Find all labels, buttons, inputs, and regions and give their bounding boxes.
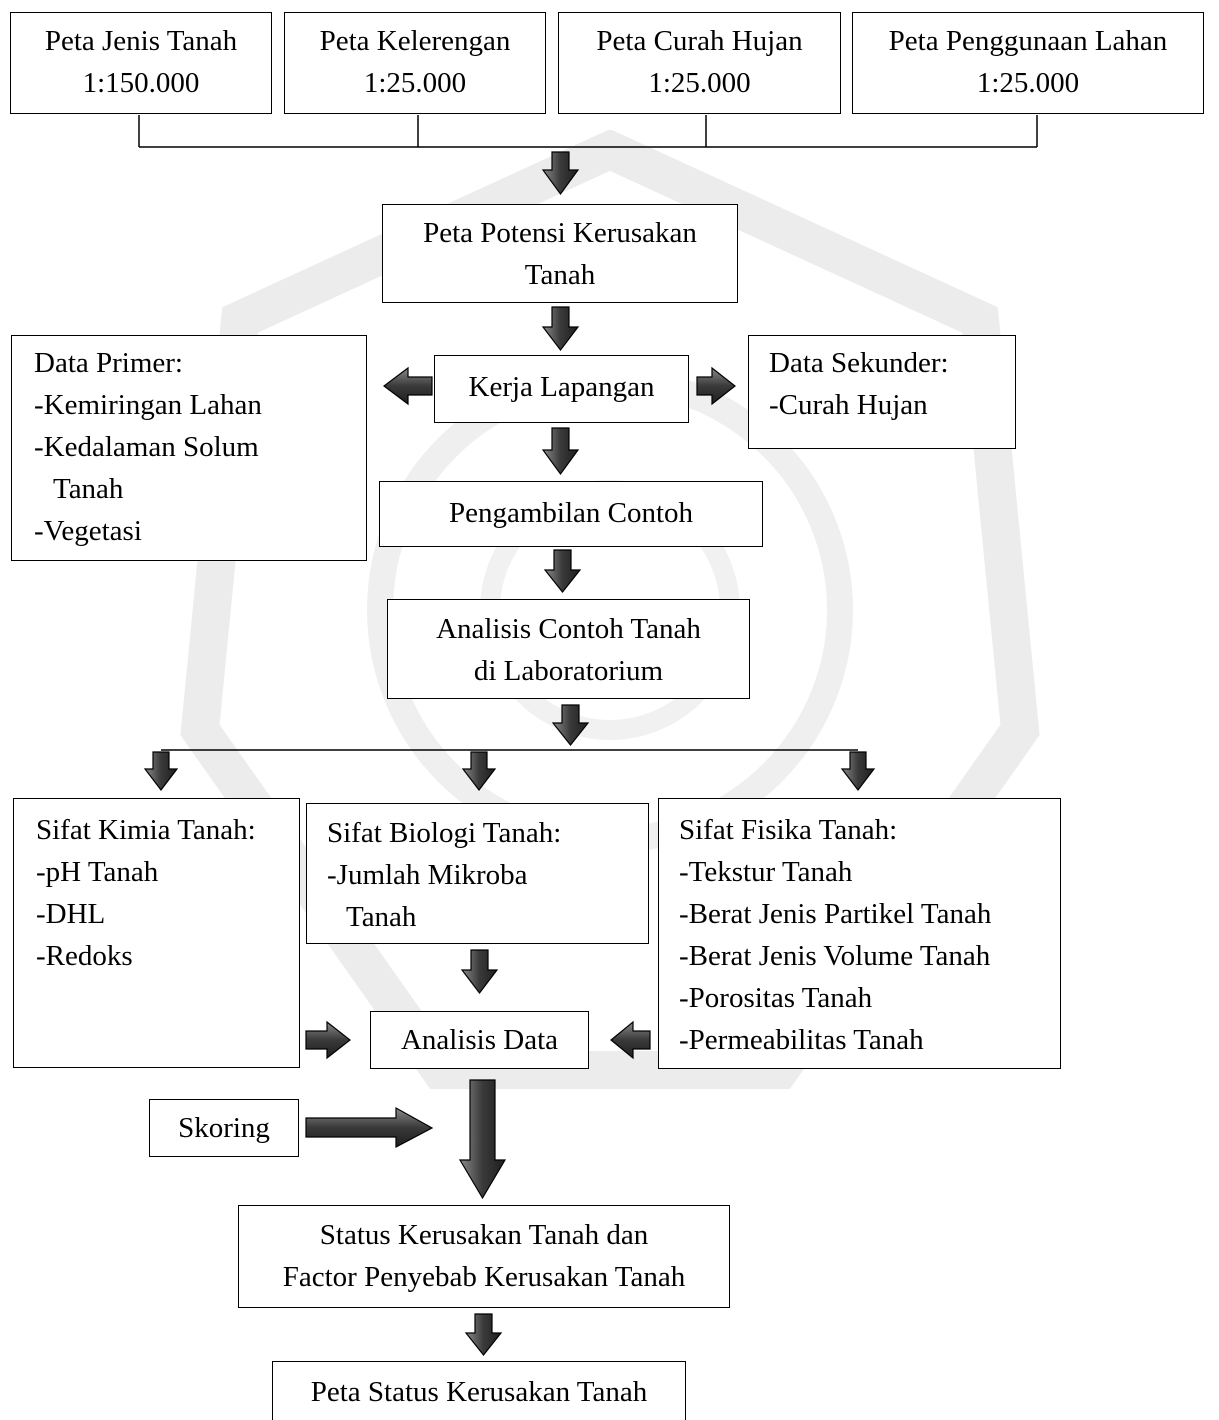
map-title: Peta Kelerengan	[319, 25, 511, 57]
sifat-kimia-item: -DHL	[36, 898, 106, 930]
arrow-down-status-to-peta-status	[464, 1313, 503, 1356]
skoring-label: Skoring	[178, 1112, 270, 1144]
peta-status-label: Peta Status Kerusakan Tanah	[310, 1376, 648, 1408]
potensi-line-1: Peta Potensi Kerusakan	[423, 217, 697, 249]
arrow-down-large-to-status	[458, 1079, 507, 1200]
potensi-box: Peta Potensi Kerusakan Tanah	[382, 204, 738, 303]
map-scale: 1:25.000	[976, 67, 1080, 99]
sifat-fisika-item: -Porositas Tanah	[679, 982, 873, 1014]
sifat-biologi-item: -Jumlah Mikroba	[327, 859, 528, 891]
analisis-data-box: Analisis Data	[370, 1011, 589, 1069]
map-scale: 1:25.000	[363, 67, 467, 99]
sifat-fisika-box: Sifat Fisika Tanah: -Tekstur Tanah -Bera…	[658, 798, 1061, 1069]
kerja-lapangan-label: Kerja Lapangan	[468, 371, 655, 403]
sifat-biologi-item: Tanah	[346, 901, 417, 933]
arrow-down-analisis-to-branch	[551, 704, 590, 746]
arrow-right-to-data-sekunder	[696, 366, 736, 406]
data-primer-item: -Kedalaman Solum	[34, 431, 259, 463]
status-kerusakan-box: Status Kerusakan Tanah dan Factor Penyeb…	[238, 1205, 730, 1308]
map-scale: 1:150.000	[82, 67, 200, 99]
sifat-kimia-item: -pH Tanah	[36, 856, 159, 888]
map-box-curah-hujan: Peta Curah Hujan 1:25.000	[558, 12, 841, 114]
analisis-contoh-box: Analisis Contoh Tanah di Laboratorium	[387, 599, 750, 699]
arrow-left-to-data-primer	[383, 366, 433, 406]
data-primer-item: -Kemiringan Lahan	[34, 389, 262, 421]
arrow-down-biologi-to-analisis-data	[460, 949, 499, 994]
map-box-kelerengan: Peta Kelerengan 1:25.000	[284, 12, 546, 114]
map-title: Peta Jenis Tanah	[44, 25, 238, 57]
data-sekunder-title: Data Sekunder:	[769, 347, 949, 379]
data-primer-item: Tanah	[53, 473, 124, 505]
potensi-line-2: Tanah	[524, 259, 596, 291]
data-primer-item: -Vegetasi	[34, 515, 142, 547]
data-primer-title: Data Primer:	[34, 347, 183, 379]
arrow-down-kerja-to-pengambilan	[541, 427, 580, 476]
analisis-contoh-line-1: Analisis Contoh Tanah	[436, 613, 701, 645]
sifat-fisika-item: -Tekstur Tanah	[679, 856, 853, 888]
sifat-fisika-item: -Berat Jenis Volume Tanah	[679, 940, 991, 972]
data-sekunder-box: Data Sekunder: -Curah Hujan	[748, 335, 1016, 449]
map-box-jenis-tanah: Peta Jenis Tanah 1:150.000	[10, 12, 272, 114]
status-line-1: Status Kerusakan Tanah dan	[319, 1219, 649, 1251]
map-title: Peta Curah Hujan	[596, 25, 803, 57]
pengambilan-contoh-label: Pengambilan Contoh	[448, 497, 694, 529]
analisis-contoh-line-2: di Laboratorium	[473, 655, 664, 687]
arrow-down-pengambilan-to-analisis	[543, 549, 582, 593]
sifat-fisika-title: Sifat Fisika Tanah:	[679, 814, 898, 846]
map-box-penggunaan-lahan: Peta Penggunaan Lahan 1:25.000	[852, 12, 1204, 114]
analisis-data-label: Analisis Data	[400, 1024, 559, 1056]
status-line-2: Factor Penyebab Kerusakan Tanah	[282, 1261, 686, 1293]
arrow-down-branch-to-fisika	[840, 751, 876, 791]
sifat-kimia-title: Sifat Kimia Tanah:	[36, 814, 256, 846]
arrow-right-skoring	[305, 1106, 434, 1148]
arrow-right-kimia-to-analisis-data	[305, 1020, 351, 1060]
data-primer-box: Data Primer: -Kemiringan Lahan -Kedalama…	[11, 335, 367, 561]
arrow-down-maps-to-potensi	[541, 151, 580, 196]
arrow-down-branch-to-biologi	[461, 751, 497, 791]
sifat-kimia-item: -Redoks	[36, 940, 133, 972]
pengambilan-contoh-box: Pengambilan Contoh	[379, 481, 763, 547]
arrow-left-fisika-to-analisis-data	[610, 1020, 651, 1060]
skoring-box: Skoring	[149, 1099, 299, 1157]
peta-status-box: Peta Status Kerusakan Tanah	[272, 1361, 686, 1420]
data-sekunder-item: -Curah Hujan	[769, 389, 928, 421]
sifat-biologi-box: Sifat Biologi Tanah: -Jumlah Mikroba Tan…	[306, 803, 649, 944]
kerja-lapangan-box: Kerja Lapangan	[434, 355, 689, 423]
map-scale: 1:25.000	[648, 67, 751, 99]
sifat-kimia-box: Sifat Kimia Tanah: -pH Tanah -DHL -Redok…	[13, 798, 300, 1068]
sifat-fisika-item: -Permeabilitas Tanah	[679, 1024, 924, 1056]
arrow-down-potensi-to-kerja	[541, 306, 580, 351]
map-title: Peta Penggunaan Lahan	[888, 25, 1168, 57]
map-bracket-lines	[138, 115, 1038, 148]
arrow-down-branch-to-kimia	[143, 751, 179, 791]
sifat-biologi-title: Sifat Biologi Tanah:	[327, 817, 562, 849]
sifat-fisika-item: -Berat Jenis Partikel Tanah	[679, 898, 992, 930]
